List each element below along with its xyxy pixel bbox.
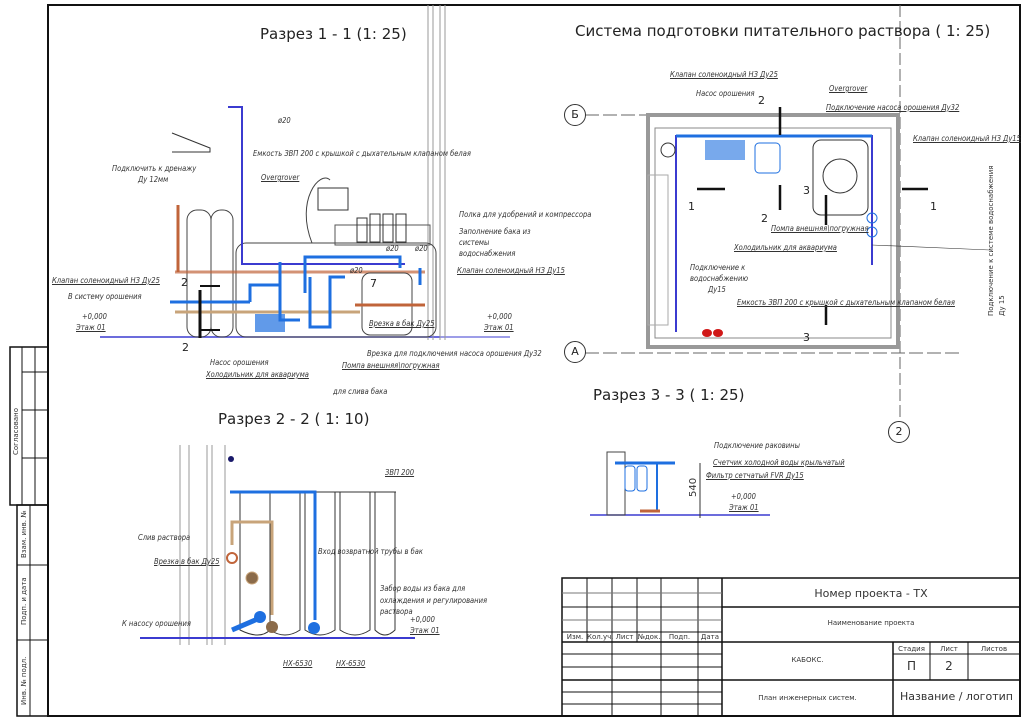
level-mark: +0,000 [487, 312, 512, 321]
cut-mark-2: 2 [758, 94, 765, 107]
solenoid-valve-du25-label: Клапан соленоидный НЗ Ду25 [52, 276, 160, 285]
mesh-filter-label: Фильтр сетчатый FVR Ду15 [706, 471, 804, 480]
chiller-label: Холодильник для аквариума [206, 370, 309, 379]
section-1-1-title: Разрез 1 - 1 (1: 25) [260, 25, 407, 43]
col-doc: №док. [637, 633, 661, 641]
sheet-title: План инженерных систем. [758, 694, 857, 702]
fill-label-2: системы [459, 238, 490, 247]
col-rev: Изм. [566, 633, 584, 641]
stage-value: П [906, 659, 917, 673]
axis-marker-2: 2 [888, 421, 910, 443]
section-1-1-drawing [100, 5, 510, 340]
pipe-diameter-label: ø20 [350, 266, 363, 275]
intake-label-1: Забор воды из бака для [380, 584, 466, 593]
axis-marker-b: Б [564, 104, 586, 126]
stage-header: Стадия [898, 645, 925, 653]
irrigation-system-label: В систему орошения [68, 292, 142, 301]
sheet-header: Лист [940, 645, 958, 653]
solution-drain-label: Слив раствора [138, 533, 191, 542]
tank-zvp200-label: ЗВП 200 [385, 468, 415, 477]
floor-label: Этаж 01 [76, 323, 106, 332]
to-pump-label: К насосу орошения [122, 619, 191, 628]
plan-submersible-pump-label: Помпа внешняя\погружная [771, 224, 869, 233]
axis-marker-a: А [564, 341, 586, 363]
overgrover-label: Overgrover [261, 173, 300, 182]
title-block-lines [561, 577, 1021, 717]
level-mark: +0,000 [82, 312, 107, 321]
col-sheet: Лист [615, 633, 634, 641]
irrigation-pump-label: Насос орошения [210, 358, 269, 367]
plan-pump-connection-label: Подключение насоса орошения Ду32 [826, 103, 960, 112]
col-qty: Кол.уч. [587, 633, 614, 641]
cut-mark-1: 1 [688, 200, 695, 213]
level-mark: +0,000 [410, 615, 435, 624]
section-2-2-title: Разрез 2 - 2 ( 1: 10) [218, 410, 370, 428]
pump-inlet-du32-label: Врезка для подключения насоса орошения Д… [367, 349, 542, 358]
cut-mark-3: 3 [803, 331, 810, 344]
sink-connection-label: Подключение раковины [714, 441, 800, 450]
floor-label: Этаж 01 [410, 626, 440, 635]
tank-drain-label: для слива бака [333, 387, 388, 396]
fill-label-3: водоснабжения [459, 249, 516, 258]
tank-number: 7 [370, 277, 377, 290]
fill-label-1: Заполнение бака из [459, 227, 531, 236]
solenoid-valve-du15-label: Клапан соленоидный НЗ Ду15 [457, 266, 565, 275]
col-date: Дата [700, 633, 720, 641]
plan-solenoid-du25-label: Клапан соленоидный НЗ Ду25 [670, 70, 778, 79]
pipe-diameter-label: ø20 [415, 244, 428, 253]
cut-mark-2: 2 [761, 212, 768, 225]
plan-water-supply-label-3: Ду15 [708, 285, 726, 294]
object-name: КАБОКС. [791, 656, 824, 664]
floor-label: Этаж 01 [729, 503, 759, 512]
replace-inv-label: Взам. инв. № [20, 510, 28, 558]
intake-label-2: охлаждения и регулирования [380, 596, 488, 605]
chiller-model-label: НХ-6530 [336, 659, 366, 668]
plan-tank-label: Емкость ЗВП 200 с крышкой с дыхательным … [737, 298, 955, 307]
section-3-3-drawing [590, 451, 770, 518]
plan-irrigation-pump-label: Насос орошения [696, 89, 755, 98]
tank-label: Емкость ЗВП 200 с крышкой с дыхательным … [253, 149, 471, 158]
sheet-value: 2 [945, 659, 953, 673]
plan-solenoid-du15-label: Клапан соленоидный НЗ Ду15 [913, 134, 1021, 143]
cut-mark-1: 1 [930, 200, 937, 213]
water-meter-label: Счетчик холодной воды крыльчатый [713, 458, 845, 467]
shelf-label: Полка для удобрений и компрессора [459, 210, 592, 219]
pipe-diameter-label: ø20 [278, 116, 291, 125]
tank-inlet-du25-label: Врезка в бак Ду25 [154, 557, 220, 566]
plan-chiller-label: Холодильник для аквариума [734, 243, 837, 252]
chiller-model-label: НХ-6530 [283, 659, 313, 668]
return-pipe-label: Вход возвратной трубы в бак [318, 547, 423, 556]
sheets-header: Листов [980, 645, 1008, 653]
drain-size-label: Ду 12мм [138, 175, 169, 184]
plan-overgrover-label: Overgrover [829, 84, 868, 93]
col-sign: Подп. [668, 633, 691, 641]
height-dimension: 540 [688, 477, 699, 497]
plan-drawing [585, 107, 991, 354]
agreed-label: Согласовано [12, 407, 20, 455]
submersible-pump-label: Помпа внешняя\погружная [342, 361, 440, 370]
plan-vertical-label: Подключение к системе водоснабжения [987, 165, 995, 317]
floor-label: Этаж 01 [484, 323, 514, 332]
intake-label-3: раствора [380, 607, 413, 616]
section-2-2-drawing [140, 445, 415, 645]
tank-inlet-du25-label: Врезка в бак Ду25 [369, 319, 435, 328]
cut-mark-2: 2 [182, 341, 189, 354]
sheet-frame [9, 4, 1021, 717]
logo-placeholder: Название / логотип [900, 690, 1013, 703]
cut-mark-3: 3 [803, 184, 810, 197]
project-number: Номер проекта - ТХ [814, 587, 928, 600]
cut-mark-2: 2 [181, 276, 188, 289]
project-name: Наименование проекта [827, 619, 915, 627]
level-mark: +0,000 [731, 492, 756, 501]
plan-water-supply-label-2: водоснабжению [690, 274, 749, 283]
plan-vertical-label-size: Ду 15 [998, 295, 1006, 316]
sign-date-label: Подп. и дата [20, 577, 28, 625]
inv-orig-label: Инв. № подл. [20, 656, 28, 705]
plan-water-supply-label-1: Подключение к [690, 263, 746, 272]
pipe-diameter-label: ø20 [386, 244, 399, 253]
plan-title: Система подготовки питательного раствора… [575, 22, 991, 40]
drain-label: Подключить к дренажу [112, 164, 197, 173]
section-3-3-title: Разрез 3 - 3 ( 1: 25) [593, 386, 745, 404]
